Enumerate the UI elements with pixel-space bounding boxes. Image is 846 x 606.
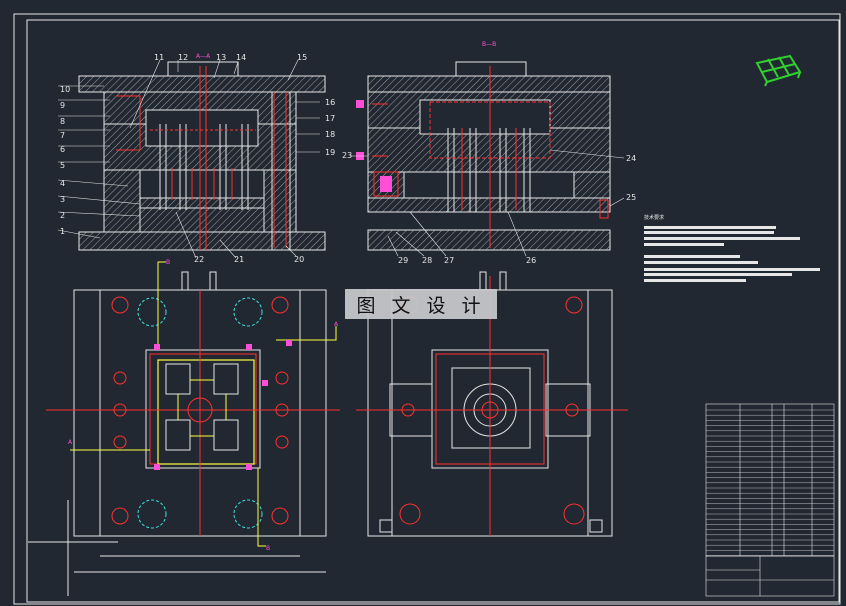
part-number: 17 xyxy=(325,114,335,123)
part-number: 7 xyxy=(60,131,65,140)
part-number: 22 xyxy=(194,255,204,264)
part-number: 26 xyxy=(526,256,536,265)
section-view-a: A—A xyxy=(57,53,326,259)
part-number: 19 xyxy=(325,148,335,157)
part-number: 28 xyxy=(422,256,432,265)
outer-border xyxy=(13,13,841,605)
plan-view-moving-half: B B A A xyxy=(28,259,340,596)
part-number: 21 xyxy=(234,255,244,264)
part-number: 3 xyxy=(60,195,65,204)
part-number: 13 xyxy=(216,53,226,62)
part-number: 23 xyxy=(342,151,352,160)
section-mark: B xyxy=(166,259,170,266)
part-number: 11 xyxy=(154,53,164,62)
part-number: 9 xyxy=(60,101,65,110)
part-number: 10 xyxy=(60,85,70,94)
isometric-view-icon xyxy=(755,54,802,87)
section-mark: A xyxy=(334,321,339,328)
section-mark: B xyxy=(266,545,270,552)
section-mark: A xyxy=(68,439,73,446)
part-number: 18 xyxy=(325,130,335,139)
section-label-b: B—B xyxy=(482,41,496,48)
parts-list-rows xyxy=(706,409,834,556)
part-number: 15 xyxy=(297,53,307,62)
part-number: 25 xyxy=(626,193,636,202)
part-number: 6 xyxy=(60,145,65,154)
technical-requirements: 技术要求 xyxy=(644,214,820,282)
part-number: 14 xyxy=(236,53,246,62)
parts-list-table xyxy=(705,403,835,597)
part-number: 2 xyxy=(60,211,65,220)
part-number: 4 xyxy=(60,179,65,188)
part-number: 20 xyxy=(294,255,304,264)
part-number: 27 xyxy=(444,256,454,265)
part-number: 5 xyxy=(60,161,65,170)
tech-req-title: 技术要求 xyxy=(644,214,664,221)
inner-border xyxy=(26,19,840,603)
part-number: 1 xyxy=(60,227,65,236)
part-number: 8 xyxy=(60,117,65,126)
part-number: 16 xyxy=(325,98,335,107)
part-callouts-right: 23 24 25 26 27 28 29 xyxy=(342,151,636,265)
part-number: 12 xyxy=(178,53,188,62)
section-view-b: B—B xyxy=(350,41,625,257)
watermark-banner: 图 文 设 计 xyxy=(345,289,497,319)
part-number: 29 xyxy=(398,256,408,265)
section-label-a: A—A xyxy=(196,53,211,60)
part-number: 24 xyxy=(626,154,636,163)
part-callouts-left: 1 2 3 4 5 6 7 8 9 10 11 12 13 14 15 16 1… xyxy=(60,53,335,264)
